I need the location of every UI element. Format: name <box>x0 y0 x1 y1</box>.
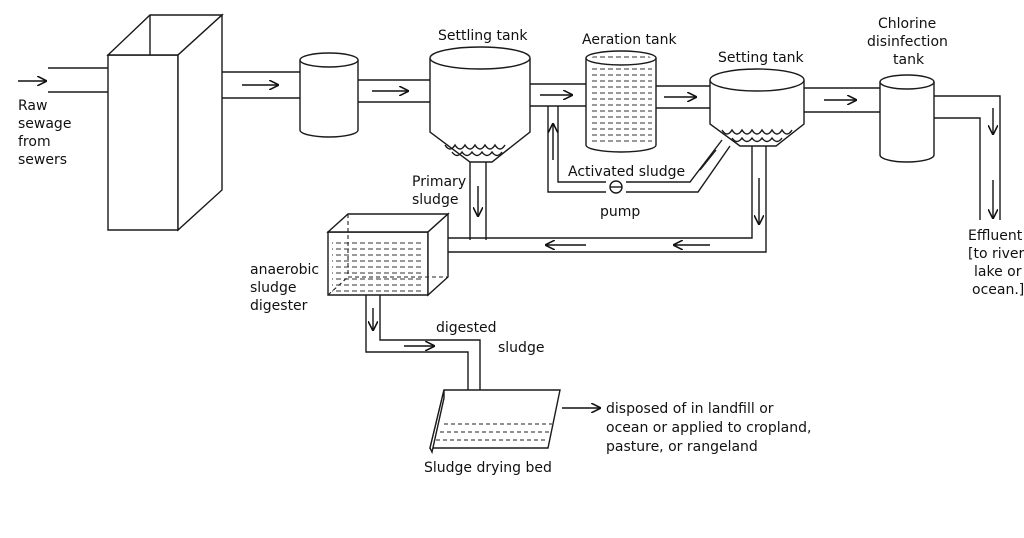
digested-line-2: sludge <box>498 340 544 356</box>
pipe-to-grit-chamber <box>222 71 300 99</box>
primary-settling-tank <box>429 46 531 163</box>
setting-tank-label: Setting tank <box>718 50 805 66</box>
raw-sewage-line-2: sewage <box>18 116 71 132</box>
anaerobic-digester <box>326 212 450 297</box>
chlorine-line-3: tank <box>893 52 925 68</box>
grit-chamber <box>299 52 359 138</box>
effluent-line-3: lake or <box>974 264 1022 280</box>
pipe-to-settling-tank <box>358 79 430 103</box>
digested-sludge-label: digested sludge <box>436 320 544 356</box>
effluent-line-2: [to river, <box>968 246 1024 262</box>
pipe-to-chlorine-tank <box>804 87 880 113</box>
pump-symbol <box>609 180 623 194</box>
chlorine-line-1: Chlorine <box>878 16 936 32</box>
raw-sewage-inlet <box>18 67 118 93</box>
secondary-sludge-pipe <box>448 146 767 253</box>
primary-sludge-line-1: Primary <box>412 174 466 190</box>
secondary-setting-tank <box>709 68 805 147</box>
activated-sludge-return <box>547 106 731 193</box>
pump-label: pump <box>600 204 640 220</box>
raw-sewage-line-4: sewers <box>18 152 67 168</box>
raw-sewage-line-1: Raw <box>18 98 47 114</box>
pipe-to-aeration-tank <box>530 83 588 107</box>
effluent-outlet <box>934 95 1001 220</box>
effluent-line-4: ocean.] <box>972 282 1024 298</box>
aeration-tank <box>585 50 657 153</box>
sludge-drying-bed-label: Sludge drying bed <box>424 460 552 476</box>
digested-sludge-pipe <box>365 295 481 390</box>
pipe-to-setting-tank <box>656 85 712 109</box>
raw-sewage-label: Raw sewage from sewers <box>18 98 71 168</box>
primary-sludge-label: Primary sludge <box>412 174 466 208</box>
digester-line-2: sludge <box>250 280 296 296</box>
digested-line-1: digested <box>436 320 497 336</box>
chlorine-line-2: disinfection <box>867 34 948 50</box>
primary-sludge-pipe <box>469 162 487 240</box>
sludge-drying-bed <box>429 389 561 455</box>
aeration-tank-label: Aeration tank <box>582 32 677 48</box>
chlorine-tank-label: Chlorine disinfection tank <box>867 16 948 68</box>
disposal-label: disposed of in landfill or ocean or appl… <box>606 401 811 455</box>
screening-chamber <box>106 13 224 232</box>
digester-line-1: anaerobic <box>250 262 319 278</box>
primary-sludge-line-2: sludge <box>412 192 458 208</box>
effluent-label: Effluent [to river, lake or ocean.] <box>968 228 1024 298</box>
activated-sludge-label: Activated sludge <box>568 164 685 180</box>
disposal-line-1: disposed of in landfill or <box>606 401 774 417</box>
settling-tank-label: Settling tank <box>438 28 528 44</box>
digester-label: anaerobic sludge digester <box>250 262 319 314</box>
disposal-line-2: ocean or applied to cropland, <box>606 420 811 436</box>
raw-sewage-line-3: from <box>18 134 51 150</box>
disposal-line-3: pasture, or rangeland <box>606 439 758 455</box>
digester-line-3: digester <box>250 298 308 314</box>
effluent-line-1: Effluent <box>968 228 1023 244</box>
chlorine-disinfection-tank <box>879 74 935 163</box>
